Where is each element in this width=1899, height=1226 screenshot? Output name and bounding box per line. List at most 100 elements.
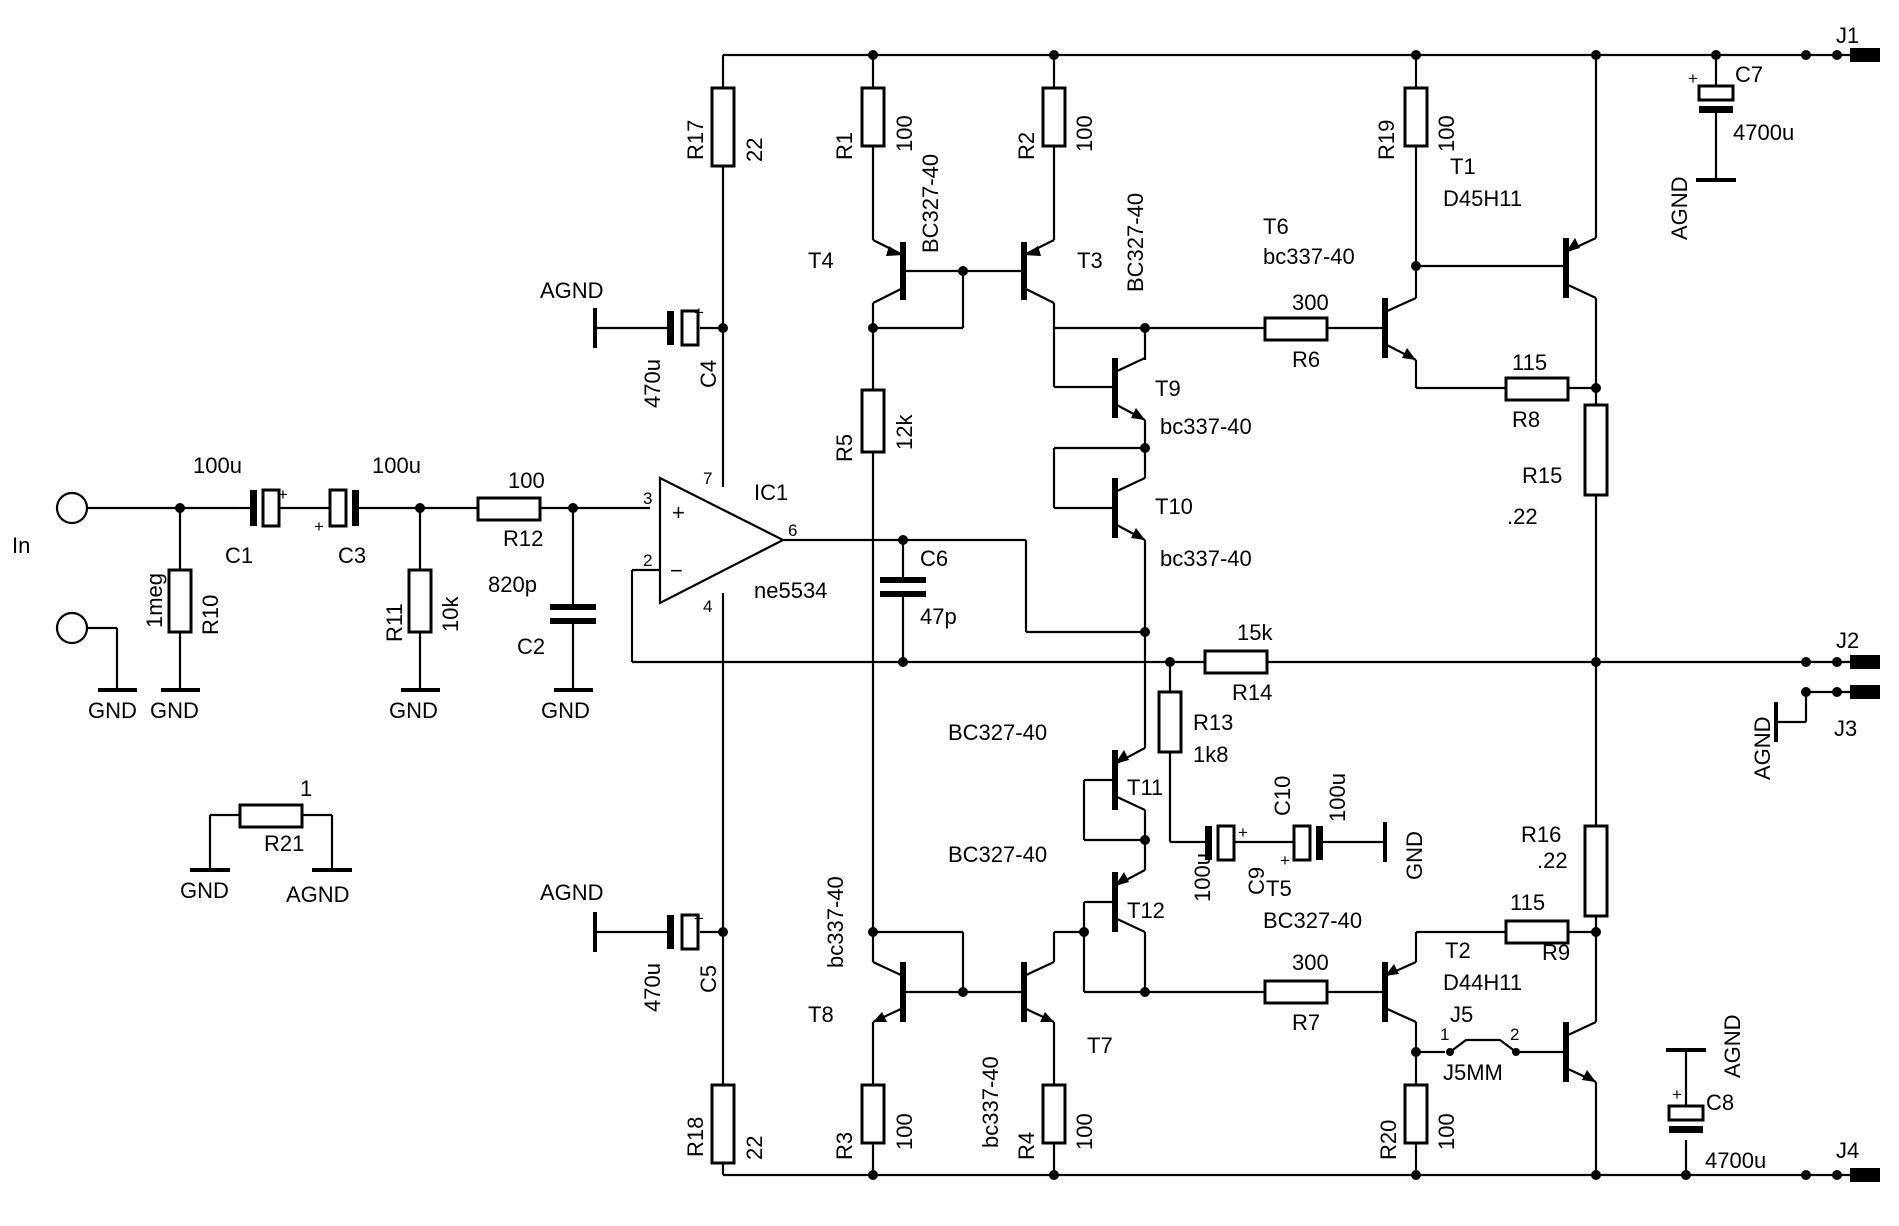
opamp-plus-sign: + — [672, 500, 685, 525]
T1-name: T1 — [1450, 154, 1476, 179]
C1-polarity: + — [278, 485, 288, 504]
J2-label: J2 — [1836, 628, 1859, 653]
T2-type: D44H11 — [1443, 970, 1522, 995]
T4-name: T4 — [808, 248, 834, 273]
T4-type: BC327-40 — [918, 154, 943, 253]
C5-polarity: + — [694, 909, 704, 928]
lower-current-mirror: T8 bc337-40 T7 bc337-40 R3 100 R4 100 — [808, 876, 1113, 1175]
resistor-R21 — [238, 803, 304, 829]
J3-label: J3 — [1834, 716, 1857, 741]
R18-name: R18 — [683, 1117, 708, 1157]
gnd-label-C10: GND — [1402, 831, 1427, 880]
C4-value: 470u — [640, 359, 665, 408]
R12-value: 100 — [508, 468, 545, 493]
connector-J2[interactable] — [1850, 655, 1880, 669]
capacitor-C6: C6 47p — [880, 535, 957, 667]
R12-name: R12 — [503, 526, 543, 551]
R1-name: R1 — [832, 132, 857, 160]
T9-type: bc337-40 — [1160, 414, 1252, 439]
ground-link-R21: 1 R21 GND AGND — [180, 776, 352, 907]
input-terminal[interactable] — [55, 491, 89, 525]
T12-name: T12 — [1127, 898, 1165, 923]
T8-type: bc337-40 — [823, 876, 848, 968]
gnd-label-1: GND — [150, 698, 199, 723]
feedback-network: 15k R14 J2 R13 1k8 + 100u C9 + C10 100u … — [1157, 620, 1880, 902]
C2-name: C2 — [517, 634, 545, 659]
C5-name: C5 — [696, 965, 721, 993]
R3-value: 100 — [892, 1113, 917, 1150]
R2-value: 100 — [1072, 115, 1097, 152]
J1-label: J1 — [1836, 23, 1859, 48]
R17-value: 22 — [742, 138, 767, 162]
R21-value: 1 — [300, 776, 312, 801]
T11-type: BC327-40 — [948, 720, 1047, 745]
R20-name: R20 — [1376, 1120, 1401, 1160]
connector-J3[interactable] — [1850, 685, 1880, 699]
J5-pin1: 1 — [1440, 1025, 1449, 1044]
R14-value: 15k — [1237, 620, 1273, 645]
agnd-label-C7: AGND — [1667, 176, 1692, 240]
T5-name: T5 — [1266, 876, 1292, 901]
T3-name: T3 — [1077, 248, 1103, 273]
R1-value: 100 — [892, 115, 917, 152]
R10-value: 1meg — [142, 573, 167, 628]
gnd-label-2: GND — [389, 698, 438, 723]
resistor-R7 — [1263, 979, 1329, 1005]
C1-value: 100u — [193, 453, 242, 478]
opamp-pin7: 7 — [703, 469, 712, 488]
R11-value: 10k — [438, 596, 463, 632]
T9-name: T9 — [1155, 376, 1181, 401]
R21-name: R21 — [264, 831, 304, 856]
C6-value: 47p — [920, 604, 957, 629]
J3-group: J3 AGND — [1750, 685, 1880, 780]
opamp-type: ne5534 — [754, 578, 827, 603]
J5-pin2: 2 — [1510, 1025, 1519, 1044]
upper-current-mirror: R1 100 R2 100 T4 BC327-40 T3 BC327-40 — [808, 55, 1148, 932]
C7-name: C7 — [1735, 62, 1763, 87]
R17-name: R17 — [683, 120, 708, 160]
R9-name: R9 — [1542, 940, 1570, 965]
resistor-R19 — [1403, 86, 1429, 148]
T6-name: T6 — [1263, 214, 1289, 239]
opamp-name: IC1 — [754, 480, 788, 505]
C7-value: 4700u — [1733, 120, 1794, 145]
T8-name: T8 — [808, 1002, 834, 1027]
jumper-J5[interactable] — [1449, 1038, 1517, 1053]
C1-name: C1 — [225, 543, 253, 568]
R5-name: R5 — [832, 434, 857, 462]
C4-polarity: + — [694, 303, 704, 322]
T3-type: BC327-40 — [1123, 193, 1148, 292]
input-ground-terminal[interactable] — [55, 611, 89, 645]
C3-name: C3 — [338, 543, 366, 568]
R19-name: R19 — [1374, 120, 1399, 160]
T6-type: bc337-40 — [1263, 244, 1355, 269]
R13-value: 1k8 — [1193, 742, 1228, 767]
R6-name: R6 — [1292, 347, 1320, 372]
input-section: In 1meg R10 GND GND + 100u C1 + 100u C3 — [12, 453, 650, 723]
R6-value: 300 — [1292, 290, 1329, 315]
opamp-pin3: 3 — [643, 489, 652, 508]
opamp-pin6: 6 — [788, 521, 797, 540]
R18-value: 22 — [742, 1136, 767, 1160]
resistor-R17 — [710, 86, 736, 168]
T10-type: bc337-40 — [1160, 546, 1252, 571]
gnd-label-3: GND — [541, 698, 590, 723]
C7-polarity: + — [1688, 69, 1698, 88]
C10-name: C10 — [1270, 776, 1295, 816]
C9-name: C9 — [1244, 867, 1269, 895]
opamp-IC1: + − 3 2 6 7 4 IC1 ne5534 — [630, 55, 1170, 1175]
connector-J4[interactable] — [1850, 1168, 1880, 1182]
J5-label: J5 — [1450, 1002, 1473, 1027]
R19-value: 100 — [1434, 115, 1459, 152]
T7-type: bc337-40 — [978, 1056, 1003, 1148]
connector-J1[interactable] — [1850, 48, 1880, 62]
J5-type: J5MM — [1443, 1060, 1503, 1085]
opamp-pin2: 2 — [643, 551, 652, 570]
agnd-label-C4: AGND — [540, 278, 604, 303]
opamp-pin4: 4 — [703, 597, 712, 616]
resistor-R5 — [860, 388, 886, 454]
R2-name: R2 — [1014, 132, 1039, 160]
R15-name: R15 — [1522, 463, 1562, 488]
agnd-label-J3: AGND — [1750, 716, 1775, 780]
